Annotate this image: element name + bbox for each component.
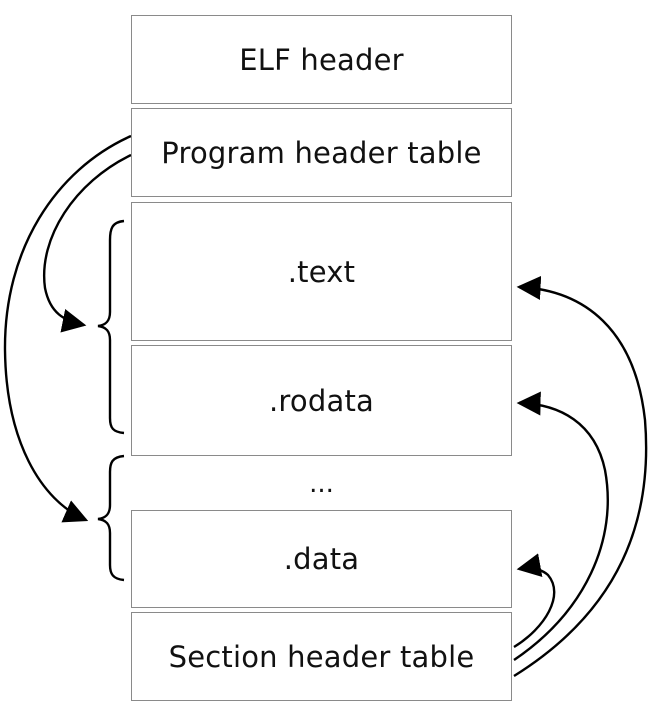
program-header-table-label: Program header table: [161, 135, 482, 170]
elf-header-label: ELF header: [239, 42, 404, 77]
section-header-table-label: Section header table: [168, 639, 475, 674]
elf-header-block: ELF header: [131, 15, 512, 104]
text-section-block: .text: [131, 202, 512, 341]
program-header-arrow-to-data-segment: [3, 134, 132, 523]
section-header-arrow-to-data: [513, 553, 556, 649]
rodata-section-label: .rodata: [269, 383, 374, 418]
section-header-table-block: Section header table: [131, 612, 512, 701]
program-header-arrow-to-text-segment: [42, 153, 132, 333]
data-section-block: .data: [131, 510, 512, 608]
rodata-section-block: .rodata: [131, 345, 512, 456]
section-header-arrow-to-text: [513, 276, 648, 678]
data-section-label: .data: [283, 542, 360, 576]
section-header-arrow-to-rodata: [513, 391, 609, 661]
program-header-table-block: Program header table: [131, 108, 512, 197]
more-sections-ellipsis: ...: [309, 469, 334, 499]
segment-brace-lower: [97, 454, 125, 582]
text-section-label: .text: [287, 254, 356, 289]
segment-brace-upper: [97, 219, 125, 435]
